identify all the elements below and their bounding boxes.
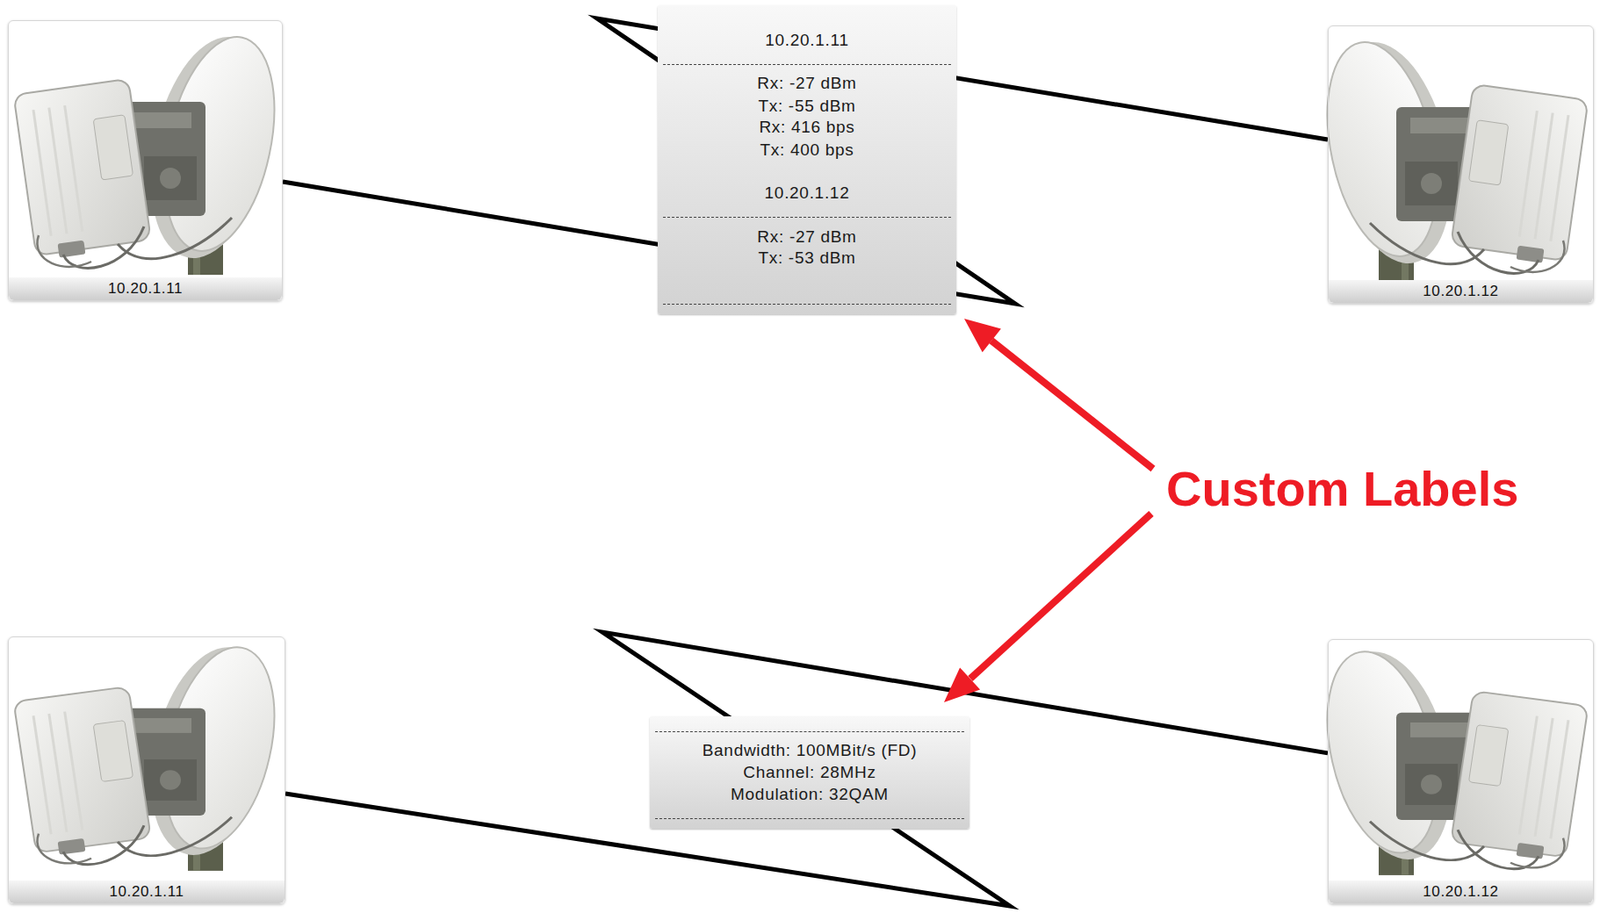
label-text: Bandwidth: 100MBit/s (FD) bbox=[702, 740, 918, 762]
label-row: Tx: 400 bps bbox=[657, 139, 957, 161]
label-text: Tx: -53 dBm bbox=[757, 247, 856, 269]
dashed-separator bbox=[663, 64, 952, 65]
caption-bar: 10.20.1.11 bbox=[8, 277, 282, 301]
dashed-separator bbox=[663, 216, 952, 218]
label-text: Rx: -27 dBm bbox=[756, 72, 857, 94]
label-text: Tx: -55 dBm bbox=[757, 95, 856, 117]
label-row: Bandwidth: 100MBit/s (FD) bbox=[649, 740, 970, 762]
label-text: Rx: 416 bps bbox=[758, 116, 855, 138]
arrow-head bbox=[964, 318, 1002, 353]
arrow-head bbox=[944, 667, 981, 703]
label-row: 10.20.1.12 bbox=[657, 182, 957, 204]
label-row: Tx: -53 dBm bbox=[657, 247, 957, 269]
ip-caption: 10.20.1.12 bbox=[1422, 280, 1499, 303]
label-text: 10.20.1.12 bbox=[764, 182, 851, 204]
leader-arrow bbox=[991, 340, 1154, 469]
label-text: Rx: -27 dBm bbox=[756, 226, 857, 248]
label-row: Rx: 416 bps bbox=[657, 116, 957, 138]
label-row: Tx: -55 dBm bbox=[657, 95, 957, 117]
ip-caption: 10.20.1.12 bbox=[1422, 880, 1499, 904]
label-text: Channel: 28MHz bbox=[742, 762, 876, 784]
label-text: Tx: 400 bps bbox=[760, 139, 855, 161]
antenna-frame: 10.20.1.11 bbox=[7, 20, 283, 302]
label-row: 10.20.1.11 bbox=[657, 29, 957, 51]
custom-label-box: Bandwidth: 100MBit/s (FD)Channel: 28MHzM… bbox=[649, 716, 970, 829]
antenna-frame: 10.20.1.12 bbox=[1327, 639, 1594, 905]
label-row: Rx: -27 dBm bbox=[657, 72, 957, 94]
ip-caption: 10.20.1.11 bbox=[108, 880, 184, 904]
ip-caption: 10.20.1.11 bbox=[108, 277, 183, 301]
label-row: Modulation: 32QAM bbox=[649, 784, 970, 806]
dashed-separator bbox=[655, 731, 965, 733]
custom-label-box: 10.20.1.11Rx: -27 dBmTx: -55 dBmRx: 416 … bbox=[657, 5, 957, 315]
label-text: Modulation: 32QAM bbox=[730, 784, 889, 806]
callout-title: Custom Labels bbox=[1166, 461, 1519, 517]
leader-arrow bbox=[970, 513, 1152, 679]
label-text: 10.20.1.11 bbox=[764, 29, 849, 51]
dashed-separator bbox=[655, 818, 965, 820]
dashed-separator bbox=[663, 303, 952, 305]
antenna-frame: 10.20.1.11 bbox=[7, 636, 286, 905]
caption-bar: 10.20.1.12 bbox=[1328, 880, 1593, 904]
label-row: Rx: -27 dBm bbox=[657, 226, 957, 248]
label-row: Channel: 28MHz bbox=[649, 762, 970, 784]
radio-link-bolt bbox=[285, 632, 1328, 907]
caption-bar: 10.20.1.12 bbox=[1328, 280, 1593, 303]
caption-bar: 10.20.1.11 bbox=[8, 880, 285, 904]
antenna-frame: 10.20.1.12 bbox=[1327, 25, 1594, 304]
